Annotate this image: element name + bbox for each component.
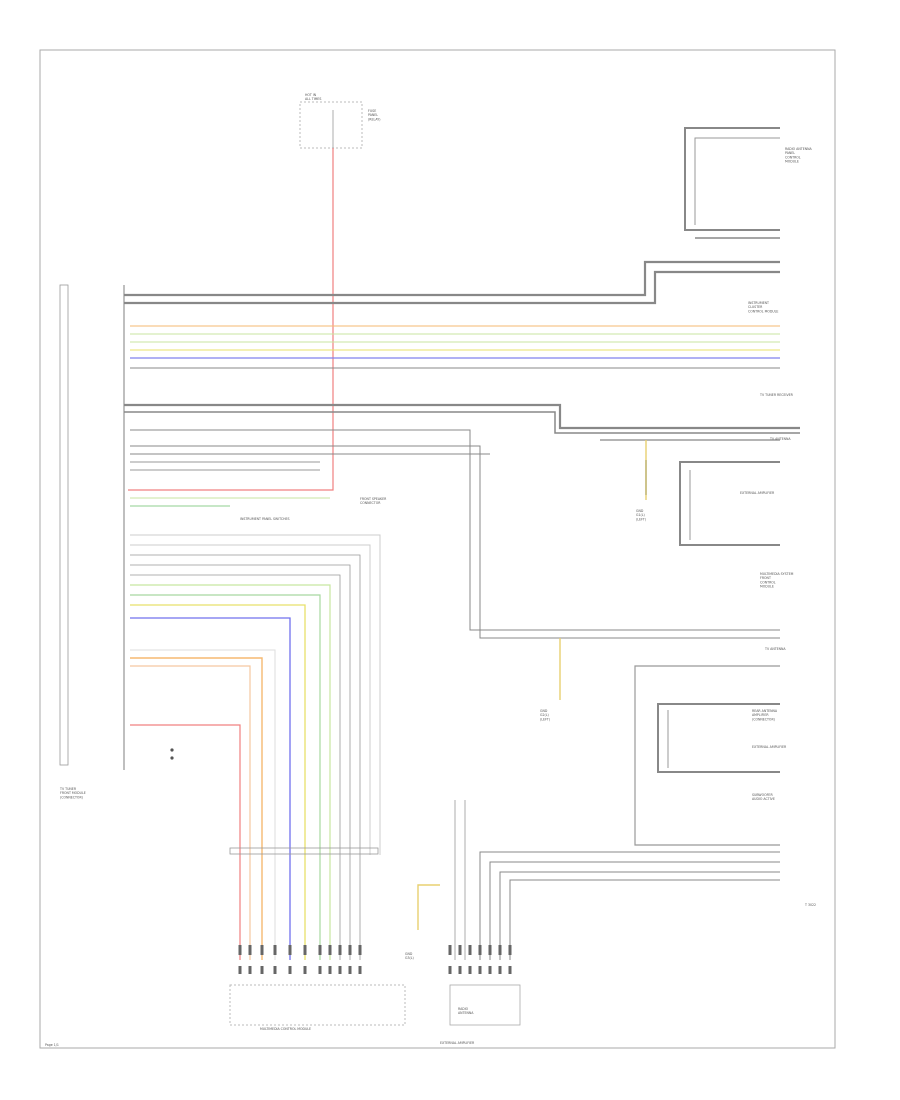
left-connector-dots xyxy=(170,748,174,760)
connector-pin xyxy=(358,966,362,974)
signal-wires-top xyxy=(130,325,780,369)
connector-pin xyxy=(318,966,322,974)
connector-pin xyxy=(498,966,502,974)
external-amp-label: EXTERNAL AMPLIFIER xyxy=(740,491,775,495)
connector-pin xyxy=(458,945,462,955)
connector-pin xyxy=(338,945,342,955)
connector-pin xyxy=(273,945,277,955)
switches-label: INSTRUMENT PANEL SWITCHES xyxy=(240,517,290,521)
connector-pin xyxy=(488,945,492,955)
connector-pin xyxy=(508,966,512,974)
connector-pin xyxy=(248,945,252,955)
connector-pin xyxy=(288,966,292,974)
diagram-frame xyxy=(39,49,836,1049)
tv-antenna-1-label: TV ANTENNA xyxy=(769,437,791,441)
mid-wires xyxy=(130,429,780,639)
connector-pin xyxy=(338,966,342,974)
connector-pin xyxy=(238,966,242,974)
connector-pin xyxy=(348,966,352,974)
connector-pin xyxy=(260,966,264,974)
connector-pin xyxy=(458,966,462,974)
top-bus-group xyxy=(124,260,780,305)
connector-pin xyxy=(303,945,307,955)
connector-pin xyxy=(448,966,452,974)
connector-pin xyxy=(468,945,472,955)
page-label: Page 1/1 xyxy=(45,1043,59,1047)
connector-pin xyxy=(273,966,277,974)
left-harness-wires xyxy=(130,497,381,960)
connector-pin xyxy=(478,966,482,974)
connector-pin xyxy=(260,945,264,955)
lower-right-wires xyxy=(479,851,780,960)
connector-pin xyxy=(238,945,242,955)
diagram-code: T 3022 xyxy=(804,903,816,907)
bottom-pins xyxy=(238,945,512,974)
connector-pin xyxy=(348,945,352,955)
connector-pin xyxy=(303,966,307,974)
main-control-module: MULTIMEDIA CONTROL MODULE xyxy=(229,847,406,1031)
connector-pin xyxy=(488,966,492,974)
connector-pin xyxy=(328,966,332,974)
tv-antenna-2-label: TV ANTENNA xyxy=(764,647,786,651)
connector-pin xyxy=(468,966,472,974)
power-wire-red xyxy=(128,148,334,491)
amp-bottom-label: EXTERNAL AMPLIFIER xyxy=(440,1041,475,1045)
left-module-body xyxy=(59,284,69,766)
connector-pin xyxy=(478,945,482,955)
tv-tuner-receiver-label: TV TUNER RECEIVER xyxy=(759,393,794,397)
connector-pin xyxy=(328,945,332,955)
connector-pin xyxy=(318,945,322,955)
connector-pin xyxy=(498,945,502,955)
external-amp-2-label: EXTERNAL AMPLIFIER xyxy=(752,745,787,749)
connector-pin xyxy=(358,945,362,955)
connector-pin xyxy=(448,945,452,955)
main-control-label: MULTIMEDIA CONTROL MODULE xyxy=(260,1027,311,1031)
connector-pin xyxy=(248,966,252,974)
connector-pin xyxy=(288,945,292,955)
connector-pin xyxy=(508,945,512,955)
second-bus-group xyxy=(124,403,800,434)
